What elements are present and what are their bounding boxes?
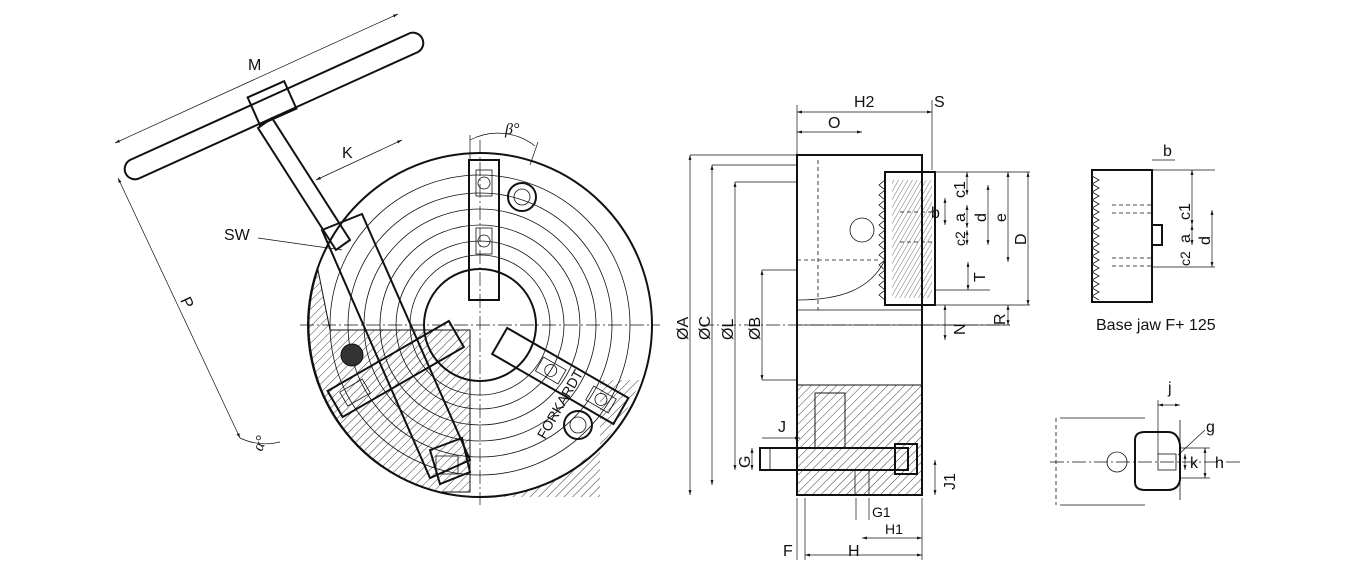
- dim-G1-label: G1: [872, 504, 891, 520]
- dim-H1-label: H1: [885, 521, 903, 537]
- dim-M-label: M: [248, 57, 261, 74]
- dim-K-label: K: [342, 145, 353, 162]
- dim-dL-label: ØL: [720, 319, 737, 340]
- base-jaw-caption: Base jaw F+ 125: [1096, 317, 1216, 334]
- dim-dB-label: ØB: [747, 317, 764, 340]
- dim-J1-label: J1: [942, 473, 959, 490]
- bj-a-label: a: [1177, 234, 1194, 243]
- dim-O-label: O: [828, 115, 840, 132]
- dim-H-label: H: [848, 543, 860, 560]
- det-g-label: g: [1206, 419, 1215, 436]
- bj-d-label: d: [1197, 236, 1214, 245]
- bj-c2-label: c2: [1177, 251, 1193, 266]
- dim-c1-label: c1: [952, 181, 969, 198]
- dim-F-label: F: [783, 543, 793, 560]
- dim-e-label: e: [993, 213, 1010, 222]
- dim-beta-label: β°: [504, 121, 520, 138]
- dim-N-label: N: [952, 323, 969, 335]
- dim-J-label: J: [778, 419, 786, 436]
- front-view: FORKARDT M K SW P α° β°: [114, 13, 660, 505]
- dim-a-label: a: [952, 213, 969, 222]
- dim-dA-label: ØA: [675, 317, 692, 340]
- jaw-top: [468, 159, 500, 301]
- dim-H2-label: H2: [854, 94, 875, 111]
- det-h-label: h: [1215, 455, 1224, 472]
- mounting-bolt-icon: [340, 182, 593, 440]
- det-j-label: j: [1167, 380, 1172, 397]
- dim-c2-label: c2: [952, 231, 968, 246]
- base-jaw-view: b c1 a c2 d Base jaw F+ 125: [1091, 143, 1216, 334]
- jaw-lower-left: [326, 319, 466, 419]
- dim-alpha-label: α°: [250, 433, 271, 453]
- dim-R-label: R: [992, 313, 1009, 325]
- dim-dC-label: ØC: [697, 316, 714, 340]
- dim-T-label: T: [972, 272, 989, 282]
- detail-view: j g k h: [1050, 380, 1240, 506]
- bj-b-label: b: [1163, 143, 1172, 160]
- side-view: H2 S O ØA ØC ØL ØB c1 b a c2 d e: [675, 94, 1030, 560]
- jaw-lower-right: [490, 326, 630, 426]
- dim-d-label: d: [973, 213, 990, 222]
- det-k-label: k: [1190, 455, 1199, 472]
- dim-SW-label: SW: [224, 227, 251, 244]
- bj-c1-label: c1: [1177, 203, 1194, 220]
- dim-b-label: b: [931, 205, 940, 222]
- dim-S-label: S: [934, 94, 945, 111]
- dim-G-label: G: [737, 456, 754, 468]
- cut-section: [308, 268, 471, 493]
- detail-section: [1134, 431, 1181, 491]
- dim-D-label: D: [1013, 233, 1030, 245]
- key-socket-section: [320, 212, 472, 480]
